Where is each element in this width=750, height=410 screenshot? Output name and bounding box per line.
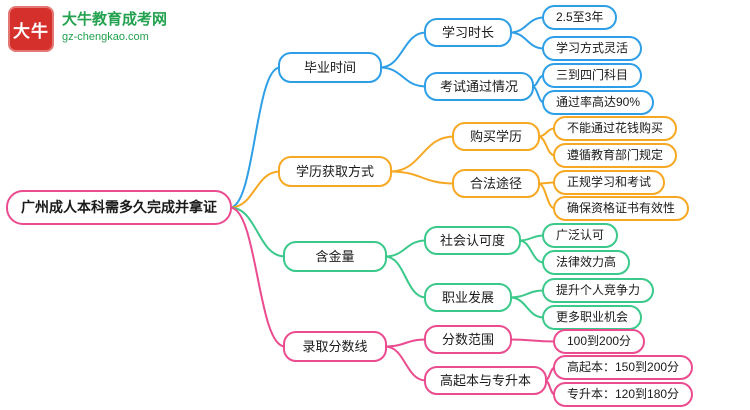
leaf-node: 专升本：120到180分: [553, 382, 694, 407]
branch-node: 毕业时间: [278, 52, 382, 83]
site-logo: 大牛 大牛教育成考网 gz-chengkao.com: [8, 6, 167, 52]
leaf-node: 正规学习和考试: [553, 170, 666, 195]
leaf-node: 100到200分: [553, 329, 646, 354]
leaf-node: 提升个人竞争力: [542, 278, 655, 303]
leaf-node: 不能通过花钱购买: [553, 116, 678, 141]
subtopic-node: 合法途径: [452, 169, 540, 198]
subtopic-node: 高起本与专升本: [424, 366, 548, 395]
branch-node: 含金量: [283, 241, 387, 272]
leaf-node: 学习方式灵活: [542, 36, 643, 61]
leaf-node: 高起本：150到200分: [553, 355, 694, 380]
leaf-node: 遵循教育部门规定: [553, 143, 678, 168]
leaf-node: 更多职业机会: [542, 305, 643, 330]
subtopic-node: 社会认可度: [424, 226, 522, 255]
leaf-node: 广泛认可: [542, 223, 619, 248]
branch-node: 学历获取方式: [278, 156, 393, 187]
subtopic-node: 分数范围: [424, 325, 512, 354]
leaf-node: 确保资格证书有效性: [553, 196, 690, 221]
subtopic-node: 学习时长: [424, 18, 512, 47]
subtopic-node: 职业发展: [424, 283, 512, 312]
leaf-node: 三到四门科目: [542, 63, 643, 88]
logo-badge: 大牛: [8, 6, 54, 52]
subtopic-node: 购买学历: [452, 122, 540, 151]
leaf-node: 2.5至3年: [542, 5, 618, 30]
root-node: 广州成人本科需多久完成并拿证: [6, 190, 232, 225]
site-url: gz-chengkao.com: [62, 31, 149, 43]
branch-node: 录取分数线: [283, 331, 387, 362]
subtopic-node: 考试通过情况: [424, 72, 535, 101]
leaf-node: 通过率高达90%: [542, 90, 655, 115]
leaf-node: 法律效力高: [542, 250, 631, 275]
site-name: 大牛教育成考网: [62, 11, 168, 28]
